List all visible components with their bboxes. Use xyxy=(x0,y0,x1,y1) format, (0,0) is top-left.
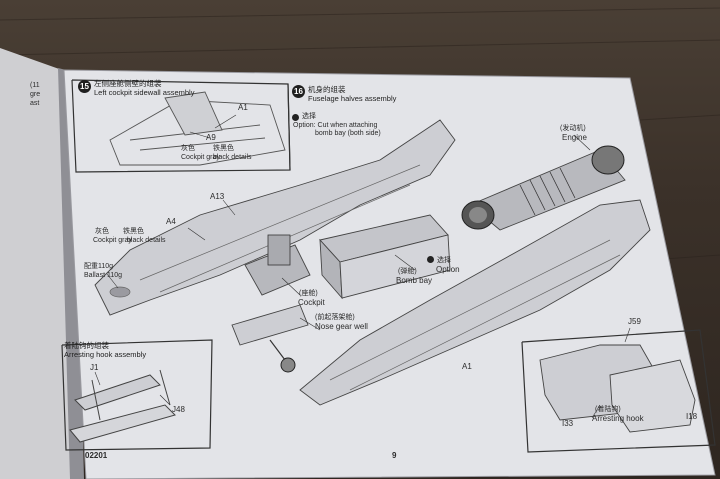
page-number: 9 xyxy=(392,451,397,460)
hook-box-title: Arresting hook assembly xyxy=(64,350,147,359)
option-note: Option: Cut when attaching xyxy=(293,122,378,129)
step-15-title-cn: 左侧座舱侧壁的组装 xyxy=(94,79,162,88)
cockpit-label: Cockpit xyxy=(298,298,325,307)
bomb-bay-cn: (弹舱) xyxy=(398,268,417,275)
bomb-bay xyxy=(319,214,451,300)
left-page-fragment-2: gre xyxy=(30,91,41,98)
part-j1: J1 xyxy=(90,363,99,372)
note2-cn2: 铁黑色 xyxy=(123,228,144,235)
part-a1-top: A1 xyxy=(238,103,248,112)
note1-cn2: 铁黑色 xyxy=(213,145,234,152)
left-page xyxy=(0,48,72,479)
product-code: 02201 xyxy=(85,451,108,460)
note2-en2: black details xyxy=(127,237,166,244)
note1-en1: Cockpit gray xyxy=(181,154,220,161)
step-16-title-cn: 机身的组装 xyxy=(308,85,346,94)
option-note-2: bomb bay (both side) xyxy=(315,130,381,137)
fuselage-half xyxy=(94,119,651,406)
left-page-fragment-3: ast xyxy=(30,100,40,107)
engine-cn: (发动机) xyxy=(560,125,586,132)
arresting-hook xyxy=(69,369,176,443)
hook-cn: (着陆钩) xyxy=(595,406,621,413)
rear-fuselage-inset xyxy=(539,344,696,433)
option2-label: Option xyxy=(436,265,460,274)
ballast-en: Ballast 110g xyxy=(84,272,123,279)
part-i18: I18 xyxy=(686,412,698,421)
note1-en2: black details xyxy=(213,154,252,161)
part-i33: I33 xyxy=(562,419,574,428)
note2-cn1: 灰色 xyxy=(95,228,109,235)
panel-borders xyxy=(61,79,716,453)
part-a13: A13 xyxy=(210,192,225,201)
bomb-bay-label: Bomb bay xyxy=(396,276,433,285)
step-15-number: 15 xyxy=(78,80,91,93)
engine xyxy=(461,145,626,231)
part-j59: J59 xyxy=(628,317,641,326)
part-a1-bottom: A1 xyxy=(462,362,472,371)
step-16-number: 16 xyxy=(292,85,305,98)
note2-en1: Cockpit gray xyxy=(93,237,132,244)
hook-box-title-cn: 着陆钩的组装 xyxy=(64,341,109,350)
note1-cn1: 灰色 xyxy=(181,145,195,152)
nose-gear-cn: (前起落架舱) xyxy=(315,314,355,321)
cockpit-tub xyxy=(244,234,311,296)
engine-label: Engine xyxy=(562,133,587,142)
ballast-cn: 配重110g xyxy=(84,263,114,270)
part-a9: A9 xyxy=(206,133,216,142)
option-marker-2 xyxy=(427,256,434,263)
option-cn: 选择 xyxy=(302,113,316,120)
step-15-title: Left cockpit sidewall assembly xyxy=(94,88,195,97)
option-marker-1 xyxy=(292,114,299,121)
nose-gear-label: Nose gear well xyxy=(315,322,368,331)
part-j48: J48 xyxy=(172,405,185,414)
hook-label: Arresting hook xyxy=(592,414,644,423)
leader-lines xyxy=(94,114,631,419)
step-16-title: Fuselage halves assembly xyxy=(308,94,397,103)
sidewall-part xyxy=(109,91,286,166)
left-page-fragment-1: (11 xyxy=(30,82,40,89)
option2-cn: 选择 xyxy=(437,257,451,264)
part-a4: A4 xyxy=(166,217,176,226)
nose-gear-well xyxy=(231,304,309,373)
cockpit-cn: (座舱) xyxy=(299,290,318,297)
